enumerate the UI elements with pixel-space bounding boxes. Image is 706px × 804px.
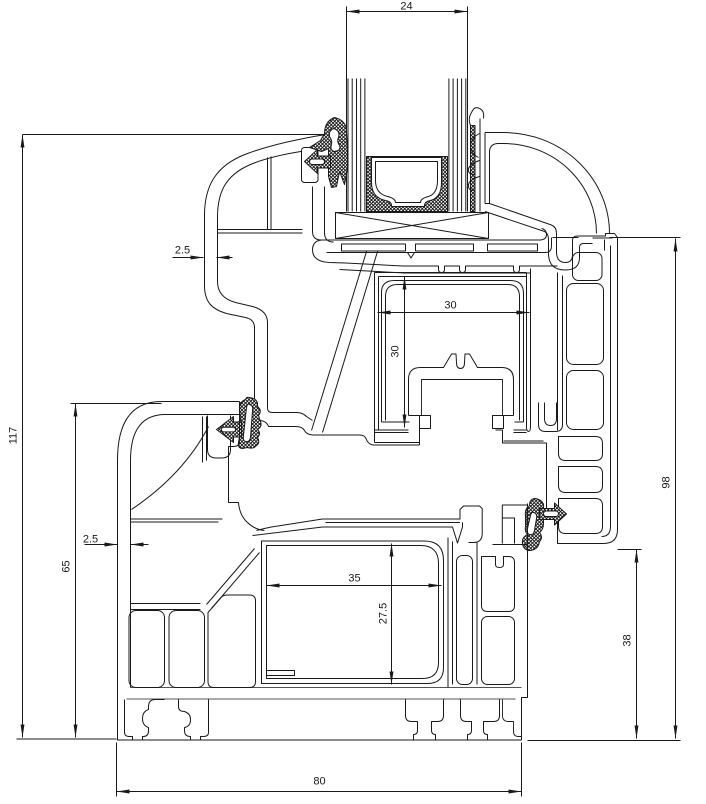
- svg-text:24: 24: [400, 1, 412, 13]
- svg-text:30: 30: [390, 345, 402, 357]
- svg-text:38: 38: [622, 634, 634, 646]
- svg-text:2.5: 2.5: [83, 534, 98, 546]
- svg-text:30: 30: [444, 300, 456, 312]
- svg-text:117: 117: [8, 427, 20, 445]
- svg-text:27.5: 27.5: [378, 603, 390, 624]
- svg-text:35: 35: [348, 573, 360, 585]
- svg-text:80: 80: [313, 776, 325, 788]
- svg-text:98: 98: [661, 476, 673, 488]
- svg-text:65: 65: [61, 560, 73, 572]
- svg-text:2.5: 2.5: [175, 245, 190, 257]
